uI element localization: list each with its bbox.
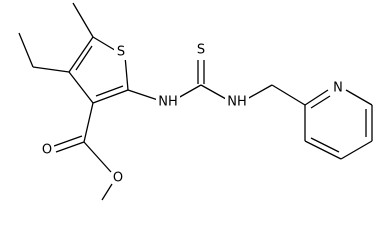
pyridine-ring <box>304 89 373 160</box>
bond-c3-c2 <box>92 89 129 104</box>
atom-amine-nh-2: NH <box>225 94 249 110</box>
atom-amine-nh-1: NH <box>156 94 180 110</box>
bond-c5-c4 <box>68 36 94 73</box>
bond-nh2-ch2 <box>246 84 273 100</box>
bond-s-c5 <box>92 36 119 53</box>
bond-c2-s <box>124 55 129 91</box>
bond-c3-carbonyl <box>83 102 94 143</box>
bond-carbonyl-c-ether-o <box>83 141 112 173</box>
bond-carbonyl-o-double-a <box>55 141 85 153</box>
atom-thiocarbonyl-sulfur: S <box>194 42 208 58</box>
bond-ch2-pyridine <box>271 84 306 106</box>
amine-nh-1-label: NH <box>158 95 178 110</box>
atom-ester-ether-oxygen: O <box>111 170 125 186</box>
pyridine-nitrogen-label: N <box>333 81 343 96</box>
atom-thiophene-sulfur: S <box>114 44 128 60</box>
thiophene-ring <box>68 36 129 104</box>
bond-ether-o-methyl <box>101 183 113 201</box>
bond-ethyl-2 <box>18 32 34 68</box>
atom-pyridine-nitrogen: N <box>331 80 345 96</box>
bond-nh1-c <box>177 84 202 99</box>
amine-nh-2-label: NH <box>227 95 247 110</box>
bond-methyl <box>72 2 94 38</box>
bond-c5-c4-inner <box>75 45 93 71</box>
bond-py-c4-c3-inner <box>310 137 340 153</box>
bond-py-c5-c4 <box>340 140 373 160</box>
thiocarbonyl-sulfur-label: S <box>197 43 205 58</box>
ester-carbonyl-oxygen-label: O <box>42 143 52 158</box>
chemical-structure-diagram: S NH S NH N O O <box>18 2 373 201</box>
bond-c4-c3 <box>68 71 94 104</box>
bond-py-c4-c3 <box>304 140 342 160</box>
bond-c2-nh1 <box>127 89 159 101</box>
bond-py-c2-n-inner <box>310 95 331 109</box>
bond-ethyl-1 <box>32 66 70 73</box>
thiophene-sulfur-label: S <box>117 45 125 60</box>
bond-py-c2-n <box>304 89 329 106</box>
atom-ester-carbonyl-oxygen: O <box>40 142 54 158</box>
bond-py-n-c6 <box>345 89 373 106</box>
bond-carbonyl-o-double-b <box>53 135 83 147</box>
bond-c-nh2 <box>200 84 227 100</box>
bond-c3-c2-inner <box>95 85 124 97</box>
ester-ether-oxygen-label: O <box>113 171 123 186</box>
